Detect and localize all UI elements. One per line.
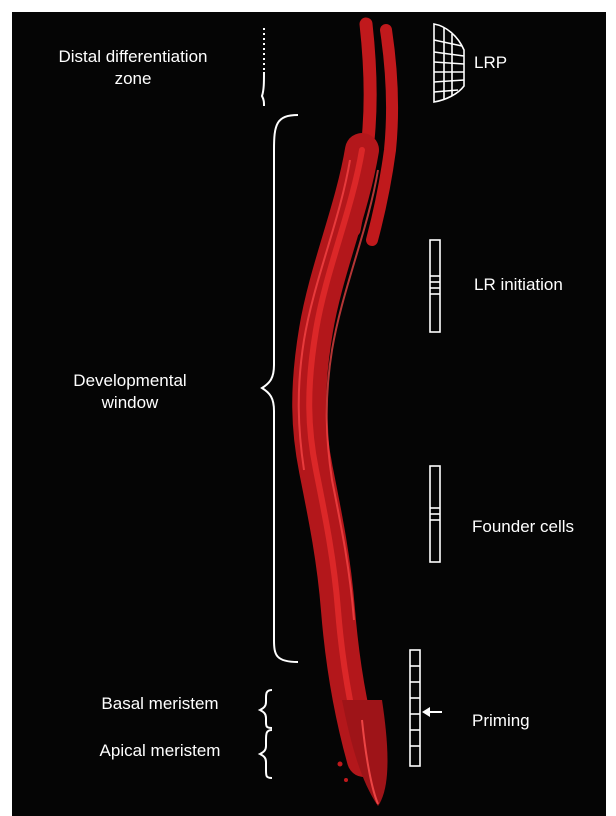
developmental-window-label: Developmental window xyxy=(40,370,220,414)
developmental-window-label-line1: Developmental xyxy=(40,370,220,392)
developmental-window-label-line2: window xyxy=(40,392,220,414)
priming-label: Priming xyxy=(472,710,530,732)
distal-zone-label-line2: zone xyxy=(30,68,236,90)
lr-initiation-label: LR initiation xyxy=(474,274,563,296)
basal-meristem-label: Basal meristem xyxy=(70,693,250,715)
lrp-label: LRP xyxy=(474,52,507,74)
distal-zone-label: Distal differentiation zone xyxy=(30,46,236,90)
founder-cells-label: Founder cells xyxy=(472,516,574,538)
distal-zone-label-line1: Distal differentiation xyxy=(30,46,236,68)
apical-meristem-label: Apical meristem xyxy=(70,740,250,762)
